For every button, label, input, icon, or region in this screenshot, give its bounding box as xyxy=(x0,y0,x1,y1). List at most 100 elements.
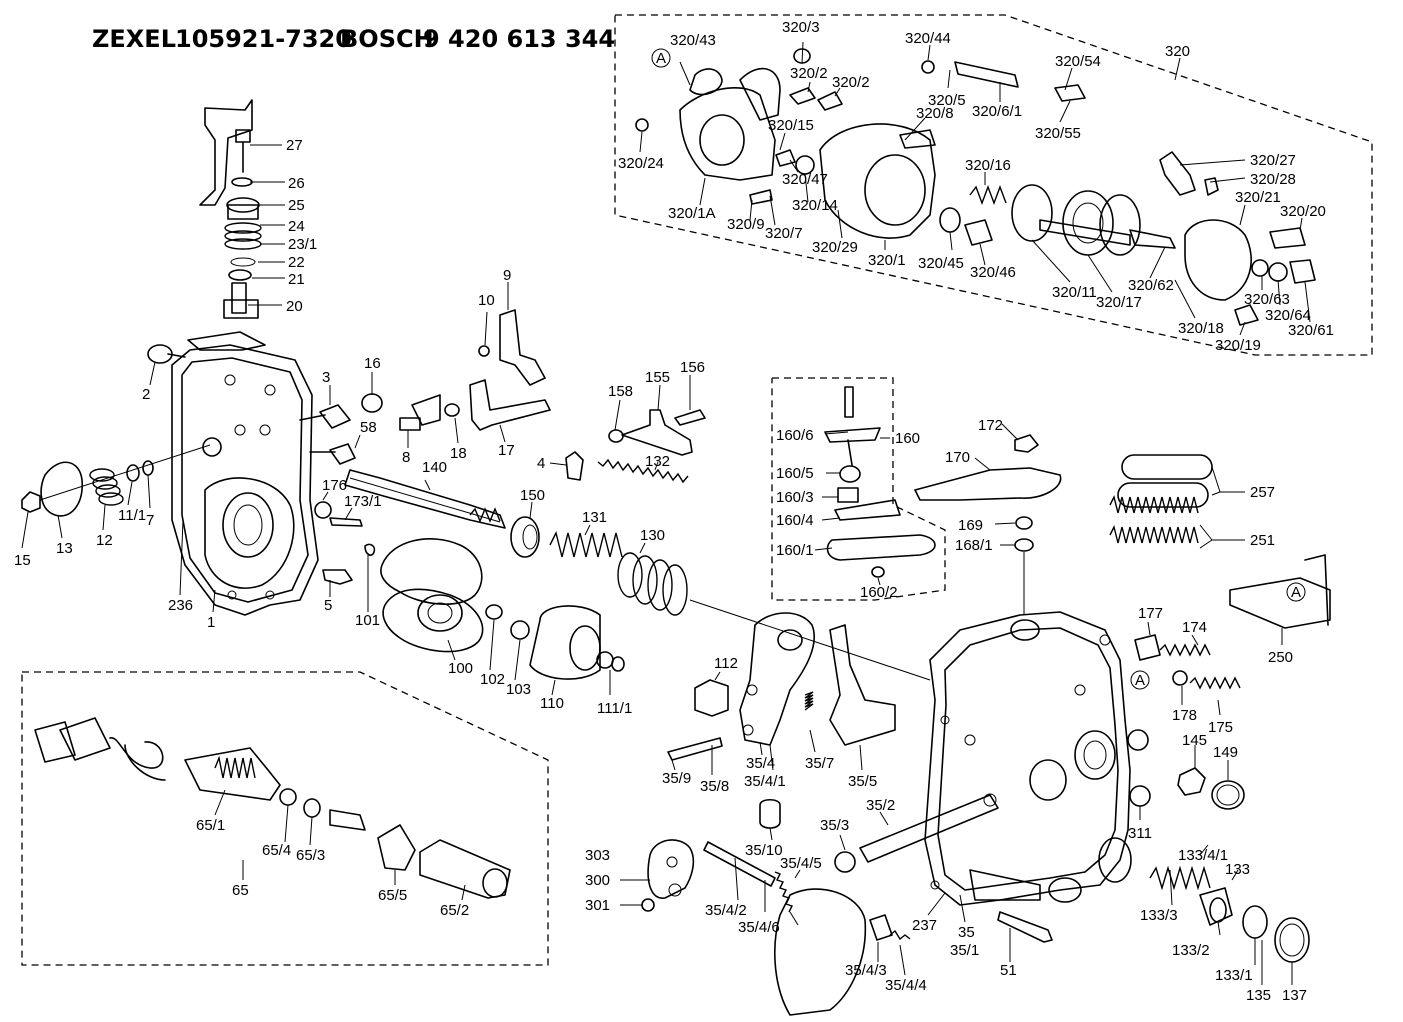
part-label: 320/19 xyxy=(1215,337,1261,354)
part-label: 320/3 xyxy=(782,19,820,36)
part-label: 11/1 xyxy=(118,507,146,524)
part-label: 137 xyxy=(1282,987,1307,1004)
bosch-part-number: 9 420 613 344 xyxy=(423,25,615,53)
part-label: 320/43 xyxy=(670,32,716,49)
governor-shaft xyxy=(834,794,999,873)
part-label: 320/9 xyxy=(727,216,765,233)
part-label: 58 xyxy=(360,419,377,436)
part-label: 35/9 xyxy=(662,770,691,787)
part-label: 15 xyxy=(14,552,31,569)
part-label: 320/24 xyxy=(618,155,664,172)
part-label: 320/45 xyxy=(918,255,964,272)
part-label: 300 xyxy=(585,872,610,889)
part-label: 173/1 xyxy=(344,493,382,510)
part-label: 35/4/1 xyxy=(744,773,786,790)
control-lever-stack xyxy=(199,99,262,319)
svg-text:A: A xyxy=(656,50,666,67)
part-label: 35/4/5 xyxy=(780,855,822,872)
solenoid-valve-group xyxy=(1149,865,1310,963)
part-label: 145 xyxy=(1182,732,1207,749)
part-label: 35/4/6 xyxy=(738,919,780,936)
part-label: 320/62 xyxy=(1128,277,1174,294)
part-label: 35/4/3 xyxy=(845,962,887,979)
part-label: 35/7 xyxy=(805,755,834,772)
part-label: 150 xyxy=(520,487,545,504)
part-label: 320/16 xyxy=(965,157,1011,174)
part-label: 12 xyxy=(96,532,113,549)
pump-housing xyxy=(171,331,319,616)
part-label: 4 xyxy=(537,455,545,472)
part-label: 102 xyxy=(480,671,505,688)
part-label: 8 xyxy=(402,449,410,466)
part-label: 160/3 xyxy=(776,489,814,506)
part-label: 130 xyxy=(640,527,665,544)
part-label: 9 xyxy=(503,267,511,284)
part-label: 65/5 xyxy=(378,887,407,904)
part-label: 156 xyxy=(680,359,705,376)
part-label: 160/2 xyxy=(860,584,898,601)
part-label: 22 xyxy=(288,254,305,271)
part-label: 160/1 xyxy=(776,542,814,559)
part-label: 35 xyxy=(958,924,975,941)
subassembly-box-320 xyxy=(614,14,1373,356)
part-label: 257 xyxy=(1250,484,1275,501)
part-label: 65/3 xyxy=(296,847,325,864)
part-label: 320/47 xyxy=(782,171,828,188)
subassembly-box-65 xyxy=(21,671,549,966)
part-label: 111/1 xyxy=(597,700,632,717)
brand-bosch: BOSCH xyxy=(340,25,434,53)
part-label: 320/6/1 xyxy=(972,103,1022,120)
part-label: 133/3 xyxy=(1140,907,1178,924)
brand-zexel: ZEXEL xyxy=(92,25,176,53)
part-label: 7 xyxy=(146,512,154,529)
part-label: 170 xyxy=(945,449,970,466)
part-label: 133/2 xyxy=(1172,942,1210,959)
part-label: 160/4 xyxy=(776,512,814,529)
part-label: 320/18 xyxy=(1178,320,1224,337)
left-side-parts xyxy=(21,344,211,517)
part-label: 320/14 xyxy=(792,197,838,214)
zexel-part-number: 105921-7320 xyxy=(175,25,352,53)
part-label: 250 xyxy=(1268,649,1293,666)
part-label: 35/4/4 xyxy=(885,977,927,994)
part-label: 155 xyxy=(645,369,670,386)
part-label: 320 xyxy=(1165,43,1190,60)
part-label: 320/1A xyxy=(668,205,716,222)
part-label: 320/2 xyxy=(832,74,870,91)
upper-middle-parts xyxy=(299,309,551,465)
part-label: 320/29 xyxy=(812,239,858,256)
part-label: 174 xyxy=(1182,619,1207,636)
part-label: 27 xyxy=(286,137,303,154)
part-label: 320/44 xyxy=(905,30,951,47)
part-label: 26 xyxy=(288,175,305,192)
stop-lever-parts xyxy=(914,434,1062,615)
part-labels: 27 26 25 24 23/1 22 21 20 2 3 16 58 8 18… xyxy=(14,19,1334,1004)
part-label: 35/2 xyxy=(866,797,895,814)
part-label: 177 xyxy=(1138,605,1163,622)
part-label: 133 xyxy=(1225,861,1250,878)
part-label: 160 xyxy=(895,430,920,447)
housing-fasteners xyxy=(314,501,376,585)
part-label: 320/5 xyxy=(928,92,966,109)
part-label: 320/2 xyxy=(790,65,828,82)
part-label: 169 xyxy=(958,517,983,534)
part-label: 320/20 xyxy=(1280,203,1326,220)
part-label: 24 xyxy=(288,218,305,235)
part-label: 172 xyxy=(978,417,1003,434)
part-label: 149 xyxy=(1213,744,1238,761)
part-label: 311 xyxy=(1128,825,1152,842)
part-label: 13 xyxy=(56,540,73,557)
part-label: 176 xyxy=(322,477,347,494)
part-label: 20 xyxy=(286,298,303,315)
adjuster-parts xyxy=(641,839,911,1016)
part-label: 320/61 xyxy=(1288,322,1334,339)
governor-lever-assembly xyxy=(824,386,936,578)
part-label: 5 xyxy=(324,597,332,614)
part-label: 320/17 xyxy=(1096,294,1142,311)
part-label: 35/1 xyxy=(950,942,979,959)
part-label: 25 xyxy=(288,197,305,214)
part-label: 303 xyxy=(585,847,610,864)
part-label: 301 xyxy=(585,897,610,914)
part-label: 65/4 xyxy=(262,842,291,859)
svg-text:A: A xyxy=(1291,584,1301,601)
